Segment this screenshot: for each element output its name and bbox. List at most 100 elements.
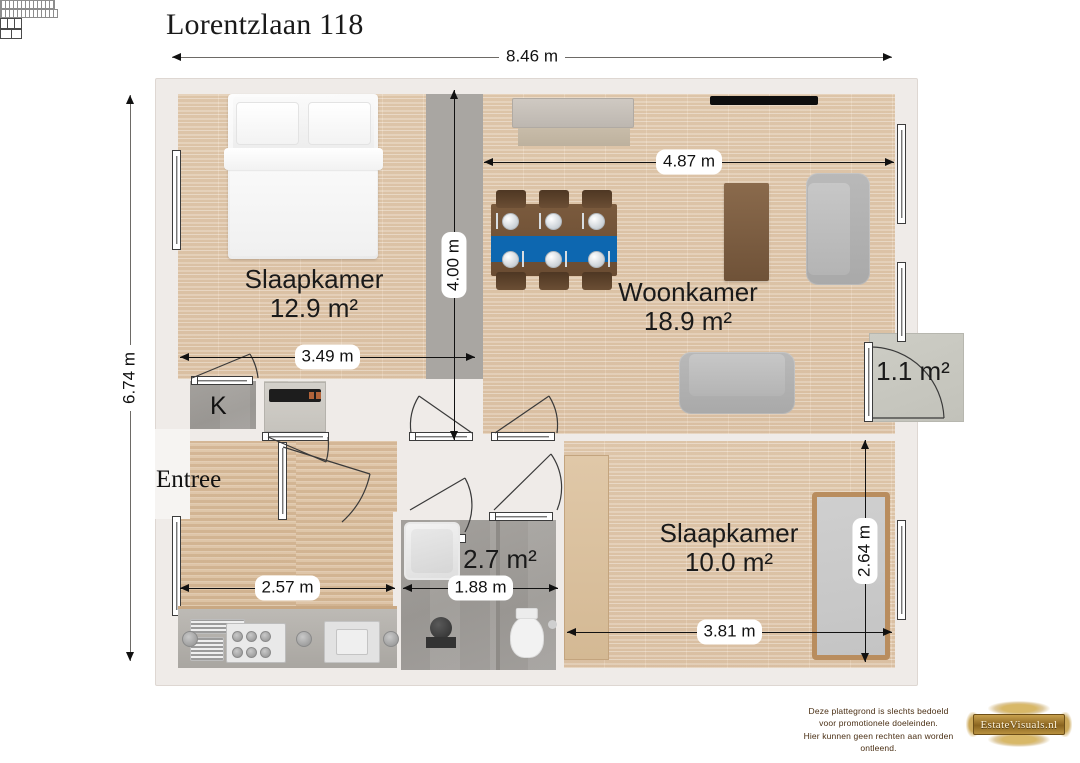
estatevisuals-logo[interactable]: EstateVisuals.nl — [966, 700, 1072, 748]
door-arc-livingroom — [491, 392, 561, 436]
window-livingroom-right-lower — [897, 262, 906, 342]
towel-rail — [548, 620, 557, 629]
window-kitchen-top — [191, 375, 253, 386]
room-area: 1.1 m² — [876, 356, 950, 386]
dining-chair-4 — [496, 272, 526, 290]
wall-kitchen-bottom — [178, 429, 270, 440]
dining-chair-5 — [539, 272, 569, 290]
cutlery-1 — [496, 213, 498, 229]
room-label-kitchen: K — [210, 392, 227, 420]
dimension-bedroom2-width: 3.81 m — [567, 619, 892, 645]
dimension-label: 4.87 m — [656, 149, 722, 175]
dimension-bathroom-width: 1.88 m — [403, 575, 558, 601]
meter-cell-1 — [1, 19, 8, 28]
cutlery-6 — [608, 251, 610, 267]
arrow-left — [180, 353, 189, 361]
logo-scroll-bottom — [988, 732, 1050, 747]
room-label-bedroom-2: Slaapkamer 10.0 m² — [645, 518, 813, 578]
room-label-balcony: 1.1 m² — [863, 356, 963, 386]
room-label-bathroom: 2.7 m² — [455, 544, 545, 574]
room-area: 18.9 m² — [643, 306, 733, 337]
pillow-left — [235, 102, 299, 146]
burner-4 — [232, 647, 243, 658]
cutlery-2 — [539, 213, 541, 229]
arrow-down — [126, 652, 134, 661]
arrow-down — [450, 431, 458, 440]
bed-double-bedroom-1 — [223, 94, 383, 259]
plate-6 — [588, 251, 605, 268]
window-hall-left — [172, 516, 181, 616]
sideboard-livingroom — [512, 98, 634, 128]
plate-3 — [588, 213, 605, 230]
plate-5 — [545, 251, 562, 268]
room-name: Woonkamer — [618, 277, 758, 307]
window-bedroom1-door — [409, 431, 473, 442]
dimension-label: 1.88 m — [447, 575, 514, 601]
sofa-cushion-bottom — [689, 354, 785, 396]
dining-chair-6 — [582, 272, 612, 290]
sofa-bottom — [679, 352, 795, 414]
room-area: 12.9 m² — [269, 293, 359, 324]
dimension-label: 2.57 m — [254, 575, 321, 601]
disclaimer-text: Deze plattegrond is slechts bedoeld voor… — [786, 705, 971, 754]
logo-text: EstateVisuals.nl — [980, 718, 1058, 731]
wardrobe-bedroom-2 — [564, 455, 609, 660]
kitchen-appliance-unit — [264, 382, 326, 432]
meter-cell-a — [1, 30, 12, 38]
arrow-down — [861, 653, 869, 662]
radiator-bedroom1 — [0, 9, 58, 18]
bathtub-basin — [411, 529, 453, 573]
oven-knob-2 — [316, 392, 321, 399]
dimension-bedroom1-width: 3.49 m — [180, 344, 475, 370]
window-bedroom1-left — [172, 150, 181, 250]
sink-bathroom — [430, 617, 452, 639]
arrow-up — [861, 440, 869, 449]
wall-hall-left-step — [155, 429, 190, 519]
logo-scroll-top — [988, 701, 1050, 716]
cooktop — [268, 389, 322, 402]
cutlery-5 — [565, 251, 567, 267]
window-bathroom-door — [489, 511, 553, 522]
window-hall-door-top — [262, 431, 329, 442]
burner-5 — [246, 647, 257, 658]
arrow-left — [180, 584, 189, 592]
dimension-hall-width: 2.57 m — [180, 575, 395, 601]
burner-6 — [260, 647, 271, 658]
meter-box-bedroom2 — [0, 29, 22, 39]
room-area: 10.0 m² — [684, 547, 774, 578]
disclaimer-line-2: voor promotionele doeleinden. — [819, 718, 938, 729]
dimension-living-width: 4.87 m — [484, 149, 894, 175]
wall-kitchen-divider — [256, 379, 264, 439]
oven-knob-1 — [309, 392, 314, 399]
room-area: 2.7 m² — [463, 544, 537, 574]
arrow-up — [450, 90, 458, 99]
wall-horizontal-bathroom-top — [393, 512, 560, 520]
sink-basin-inner — [336, 629, 368, 655]
burner-3 — [260, 631, 271, 642]
disclaimer-line-1: Deze plattegrond is slechts bedoeld — [808, 706, 949, 716]
dimension-bedroom1-height: 4.00 m — [441, 90, 467, 440]
coffee-table — [724, 183, 769, 281]
plate-4 — [502, 251, 519, 268]
arrow-right — [885, 158, 894, 166]
dining-chair-3 — [582, 190, 612, 208]
sink-pedestal — [426, 637, 456, 648]
arrow-right — [883, 628, 892, 636]
wall-vertical-bathroom-right — [556, 440, 564, 670]
kitchen-counter — [178, 606, 399, 668]
pillow-right — [307, 102, 371, 146]
dimension-label: 8.46 m — [499, 44, 565, 70]
room-name: Slaapkamer — [659, 518, 799, 548]
toilet-tank — [515, 608, 539, 619]
disclaimer-line-3: Hier kunnen geen rechten aan worden ontl… — [803, 730, 954, 753]
arrow-right — [386, 584, 395, 592]
window-livingroom-right-upper — [897, 124, 906, 224]
bathtub — [404, 522, 460, 580]
dining-chair-2 — [539, 190, 569, 208]
room-name: Slaapkamer — [244, 264, 384, 294]
window-entree-door — [278, 442, 287, 520]
arrow-up — [126, 95, 134, 104]
room-label-bedroom-1: Slaapkamer 12.9 m² — [234, 264, 394, 324]
room-label-entree: Entree — [156, 466, 222, 493]
bed-fold — [223, 148, 383, 170]
